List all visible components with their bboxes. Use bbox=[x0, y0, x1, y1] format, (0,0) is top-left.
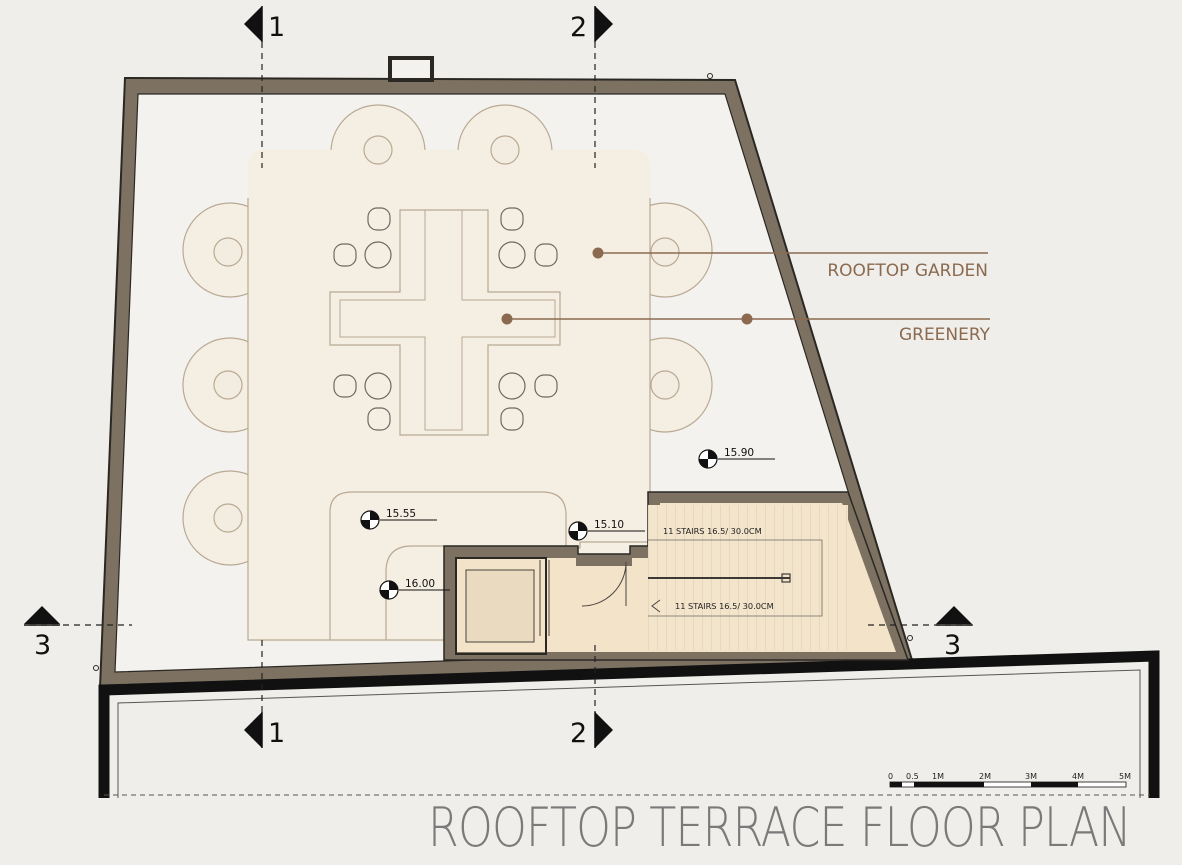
section-marker-1-top bbox=[244, 6, 263, 42]
section-marker-2-bottom bbox=[594, 712, 613, 748]
scale-tick-0: 0 bbox=[888, 772, 893, 781]
callout-greenery: GREENERY bbox=[501, 313, 991, 345]
section-marker-3-right bbox=[936, 606, 972, 626]
stair-label-upper: 11 STAIRS 16.5/ 30.0CM bbox=[663, 526, 762, 536]
callout-rooftop-garden-label: ROOFTOP GARDEN bbox=[827, 261, 988, 281]
section-label-3-left: 3 bbox=[34, 630, 51, 661]
seating-furniture bbox=[333, 207, 558, 431]
section-label-1-top: 1 bbox=[268, 12, 285, 43]
level-marker-15-55: 15.55 bbox=[360, 508, 437, 530]
section-label-2-top: 2 bbox=[570, 12, 587, 43]
level-label-15-55: 15.55 bbox=[386, 508, 416, 520]
callout-greenery-label: GREENERY bbox=[899, 325, 991, 345]
level-marker-16-00: 16.00 bbox=[379, 578, 450, 600]
curved-planter-lower bbox=[329, 491, 567, 640]
stair-core bbox=[443, 491, 910, 661]
garden-planter-circles bbox=[213, 135, 680, 533]
scale-bar: 0 0.5 1M 2M 3M 4M 5M bbox=[888, 772, 1131, 788]
cross-planter bbox=[329, 209, 561, 436]
rooftop-garden-platform bbox=[182, 104, 713, 642]
level-label-16-00: 16.00 bbox=[405, 578, 435, 590]
section-label-2-bottom: 2 bbox=[570, 718, 587, 749]
stair-label-lower: 11 STAIRS 16.5/ 30.0CM bbox=[675, 601, 774, 611]
section-label-3-right: 3 bbox=[944, 630, 961, 661]
section-marker-3-left bbox=[24, 606, 60, 626]
plan-title: ROOFTOP TERRACE FLOOR PLAN bbox=[428, 796, 1132, 859]
callout-rooftop-garden: ROOFTOP GARDEN bbox=[592, 247, 988, 281]
level-marker-15-90: 15.90 bbox=[698, 447, 775, 469]
scale-tick-1m: 1M bbox=[932, 772, 944, 781]
scale-tick-0-5: 0.5 bbox=[906, 772, 919, 781]
scale-tick-5m: 5M bbox=[1119, 772, 1131, 781]
level-marker-15-10: 15.10 bbox=[568, 519, 645, 541]
level-label-15-90: 15.90 bbox=[724, 447, 754, 459]
scale-tick-2m: 2M bbox=[979, 772, 991, 781]
scale-tick-4m: 4M bbox=[1072, 772, 1084, 781]
lower-parapet bbox=[98, 650, 1160, 798]
section-label-1-bottom: 1 bbox=[268, 718, 285, 749]
section-marker-2-top bbox=[594, 6, 613, 42]
section-marker-1-bottom bbox=[244, 712, 263, 748]
scale-tick-3m: 3M bbox=[1025, 772, 1037, 781]
level-label-15-10: 15.10 bbox=[594, 519, 624, 531]
